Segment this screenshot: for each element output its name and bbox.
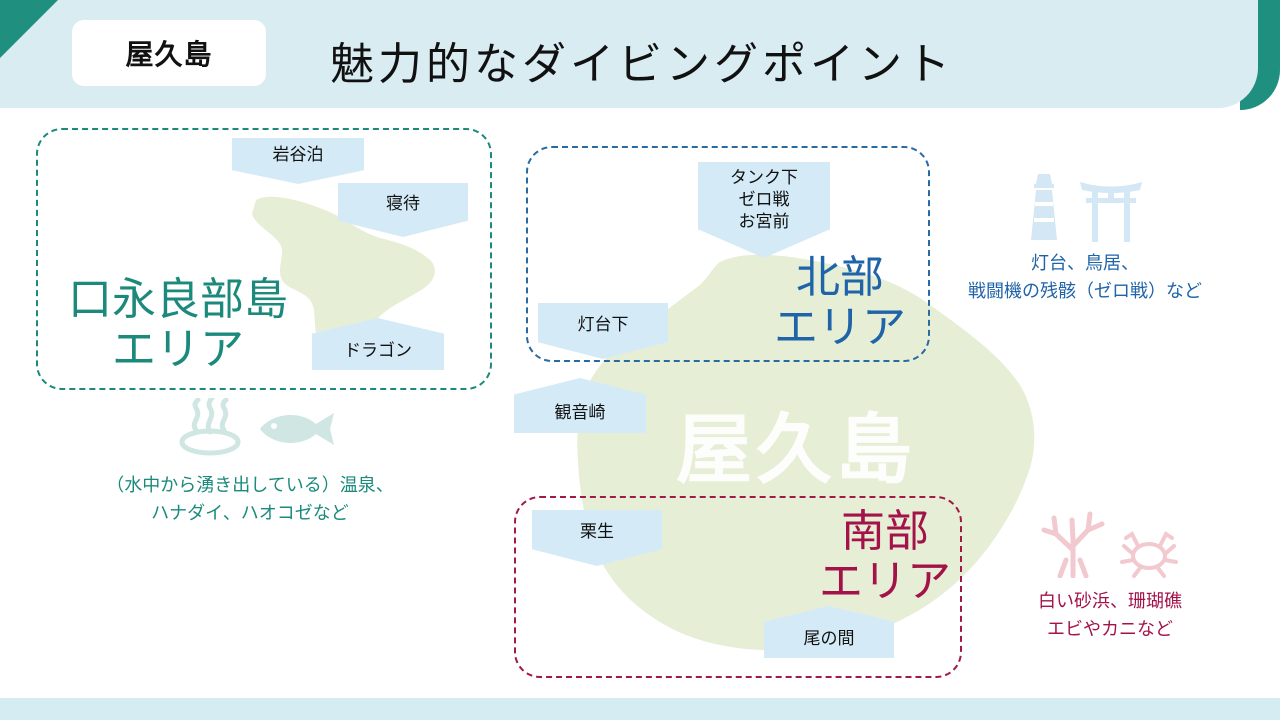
spot-tank-shita-line1: タンク下 bbox=[730, 168, 798, 188]
south-area-name: 南部 エリア bbox=[800, 507, 970, 607]
south-name-line1: 南部 bbox=[841, 506, 929, 557]
yakushima-label: 屋久島 bbox=[676, 405, 916, 494]
north-area-box bbox=[526, 146, 930, 362]
island-tag: 屋久島 bbox=[72, 20, 266, 86]
south-note-line1: 白い砂浜、珊瑚礁 bbox=[1038, 591, 1182, 612]
corner-accent bbox=[0, 0, 58, 58]
north-note-line2: 戦闘機の残骸（ゼロ戦）など bbox=[968, 281, 1202, 302]
south-note-line2: エビやカニなど bbox=[1047, 619, 1173, 640]
north-name-line1: 北部 bbox=[796, 252, 884, 303]
page-title: 魅力的なダイビングポイント bbox=[330, 39, 954, 90]
kuchinoerabu-note-line1: （水中から湧き出している）温泉、 bbox=[106, 475, 394, 496]
crab-icon bbox=[1120, 531, 1178, 578]
lighthouse-icon bbox=[1031, 174, 1057, 240]
hot-spring-icon bbox=[179, 398, 241, 456]
footer-bar bbox=[0, 698, 1280, 720]
north-note: 灯台、鳥居、 戦闘機の残骸（ゼロ戦）など bbox=[940, 250, 1230, 306]
torii-icon bbox=[1080, 182, 1142, 242]
spot-zerosen-line: ゼロ戦 bbox=[738, 190, 790, 210]
south-area-box bbox=[514, 496, 962, 678]
kuchinoerabu-name-line2: エリア bbox=[112, 324, 244, 375]
spot-omiyamae-line: お宮前 bbox=[738, 212, 790, 232]
north-note-line1: 灯台、鳥居、 bbox=[1031, 253, 1139, 274]
kuchinoerabu-name-line1: 口永良部島 bbox=[68, 274, 288, 325]
kuchinoerabu-area-box bbox=[36, 128, 492, 390]
kuchinoerabu-note-line2: ハナダイ、ハオコゼなど bbox=[151, 503, 349, 524]
coral-icon bbox=[1041, 511, 1105, 578]
kuchinoerabu-island-shape bbox=[252, 196, 435, 354]
south-note: 白い砂浜、珊瑚礁 エビやカニなど bbox=[1010, 588, 1210, 644]
north-area-name: 北部 エリア bbox=[760, 253, 920, 353]
south-name-line2: エリア bbox=[819, 556, 951, 607]
kuchinoerabu-note: （水中から湧き出している）温泉、 ハナダイ、ハオコゼなど bbox=[70, 472, 430, 528]
kuchinoerabu-area-name: 口永良部島 エリア bbox=[58, 275, 298, 375]
north-name-line2: エリア bbox=[774, 302, 906, 353]
fish-icon bbox=[260, 413, 334, 445]
